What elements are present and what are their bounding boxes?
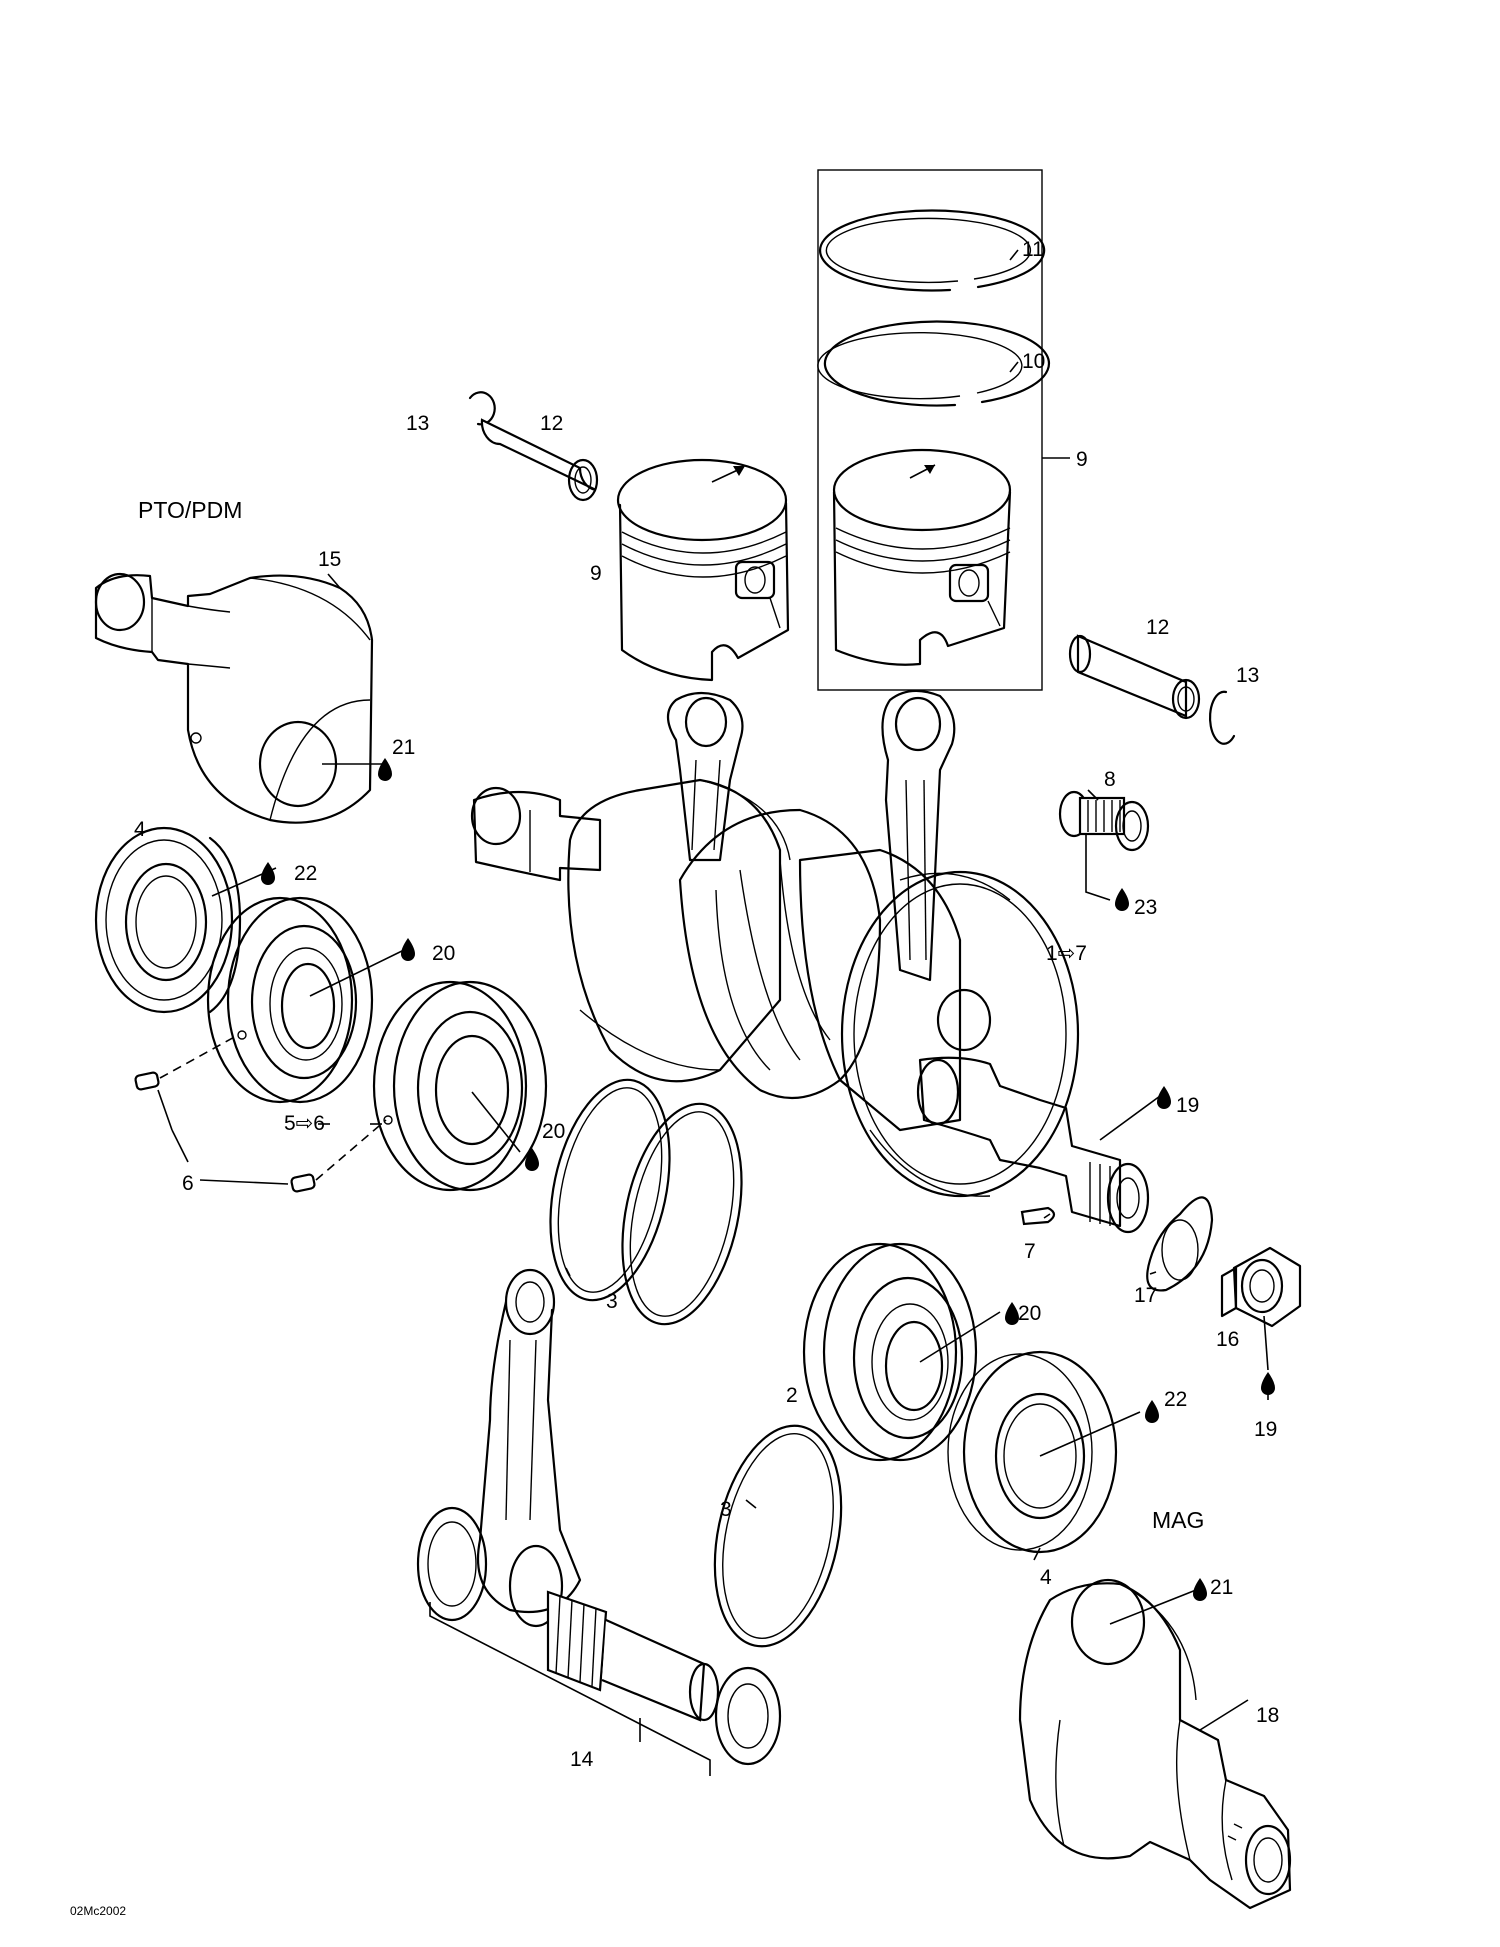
callout-6: 6 xyxy=(182,1172,194,1195)
circlip-right xyxy=(1208,690,1236,745)
callout-21-top: 21 xyxy=(392,736,415,759)
callout-22-top: 22 xyxy=(294,862,317,885)
mag-crank-half xyxy=(1018,1578,1292,1910)
callout-3-top: 3 xyxy=(606,1290,618,1313)
callout-4-top: 4 xyxy=(134,818,146,841)
callout-9-piston: 9 xyxy=(590,562,602,585)
callout-3-bottom: 3 xyxy=(720,1498,732,1521)
piston-kit-frame xyxy=(817,169,1043,691)
lock-washer xyxy=(1146,1196,1214,1292)
callout-13-left: 13 xyxy=(406,412,429,435)
oil-seal-bottom xyxy=(947,1350,1118,1554)
dowel-pin-lower xyxy=(290,1173,316,1193)
piston-pin-left xyxy=(480,418,599,502)
oil-seal-top xyxy=(94,826,242,1014)
callout-20-c: 20 xyxy=(1018,1302,1041,1325)
callout-13-right: 13 xyxy=(1236,664,1259,687)
callout-20-b: 20 xyxy=(542,1120,565,1143)
callout-10: 10 xyxy=(1022,350,1045,373)
callout-11: 11 xyxy=(1022,238,1044,261)
piston-pin-right xyxy=(1068,634,1201,720)
piston-left xyxy=(616,458,790,682)
oil-drop-icon xyxy=(261,758,1275,1601)
callout-5-to-6: 5⇨6 xyxy=(284,1112,325,1135)
piston-ring-11 xyxy=(819,209,1046,292)
callout-16: 16 xyxy=(1216,1328,1239,1351)
callout-15: 15 xyxy=(318,548,341,571)
callout-4-bottom: 4 xyxy=(1040,1566,1052,1589)
callout-14: 14 xyxy=(570,1748,594,1771)
o-ring-bottom xyxy=(713,1424,843,1648)
bearing-mag xyxy=(802,1242,978,1462)
crankshaft-nut xyxy=(1220,1246,1302,1328)
callout-23: 23 xyxy=(1134,896,1157,919)
callout-18: 18 xyxy=(1256,1704,1279,1727)
callout-12-right: 12 xyxy=(1146,616,1169,639)
figure-code: 02Mc2002 xyxy=(70,1904,126,1918)
section-label-pto: PTO/PDM xyxy=(138,497,242,523)
section-label-mag: MAG xyxy=(1152,1507,1204,1533)
connecting-rod-kit xyxy=(416,1268,782,1776)
o-ring-pair-top xyxy=(549,1078,743,1326)
callout-22-bottom: 22 xyxy=(1164,1388,1187,1411)
callout-1-to-7: 1⇨7 xyxy=(1046,942,1087,965)
callout-21-bottom: 21 xyxy=(1210,1576,1233,1599)
callout-2: 2 xyxy=(786,1384,798,1407)
bearing-pto-outer xyxy=(372,980,548,1192)
leader-lines xyxy=(157,249,1269,1742)
callout-19-nut: 19 xyxy=(1254,1418,1277,1441)
dowel-pin-upper xyxy=(134,1071,160,1091)
callout-20-a: 20 xyxy=(432,942,455,965)
bearing-pto-inner xyxy=(206,896,374,1104)
callout-19-crank: 19 xyxy=(1176,1094,1199,1117)
woodruff-key xyxy=(1020,1206,1056,1226)
callout-17: 17 xyxy=(1134,1284,1157,1307)
callout-9-kit: 9 xyxy=(1076,448,1088,471)
crankshaft-assembly xyxy=(470,689,1150,1234)
callout-7: 7 xyxy=(1024,1240,1036,1263)
piston-boxed xyxy=(832,448,1012,666)
needle-bearing xyxy=(1058,790,1150,852)
pto-crank-half xyxy=(94,572,374,824)
callout-12-left: 12 xyxy=(540,412,563,435)
piston-ring-10 xyxy=(817,320,1051,407)
callout-8: 8 xyxy=(1104,768,1116,791)
